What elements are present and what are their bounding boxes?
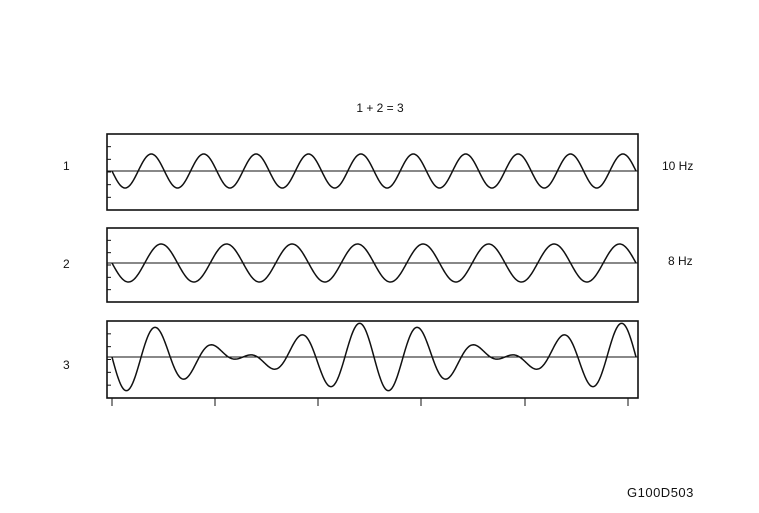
trace-2-line — [111, 243, 637, 283]
trace-2-frame — [106, 227, 639, 303]
frequency-annotation-2: 8 Hz — [668, 254, 693, 268]
chart-title: 1 + 2 = 3 — [356, 101, 404, 115]
trace-label-3: 3 — [63, 358, 70, 372]
trace-1-frame — [106, 133, 639, 211]
trace-3-line — [111, 322, 637, 392]
figure-code: G100D503 — [627, 485, 694, 500]
trace-label-2: 2 — [63, 257, 70, 271]
trace-label-1: 1 — [63, 159, 70, 173]
frequency-annotation-1: 10 Hz — [662, 159, 694, 173]
trace-3-frame — [106, 320, 639, 399]
trace-1-line — [111, 153, 637, 189]
